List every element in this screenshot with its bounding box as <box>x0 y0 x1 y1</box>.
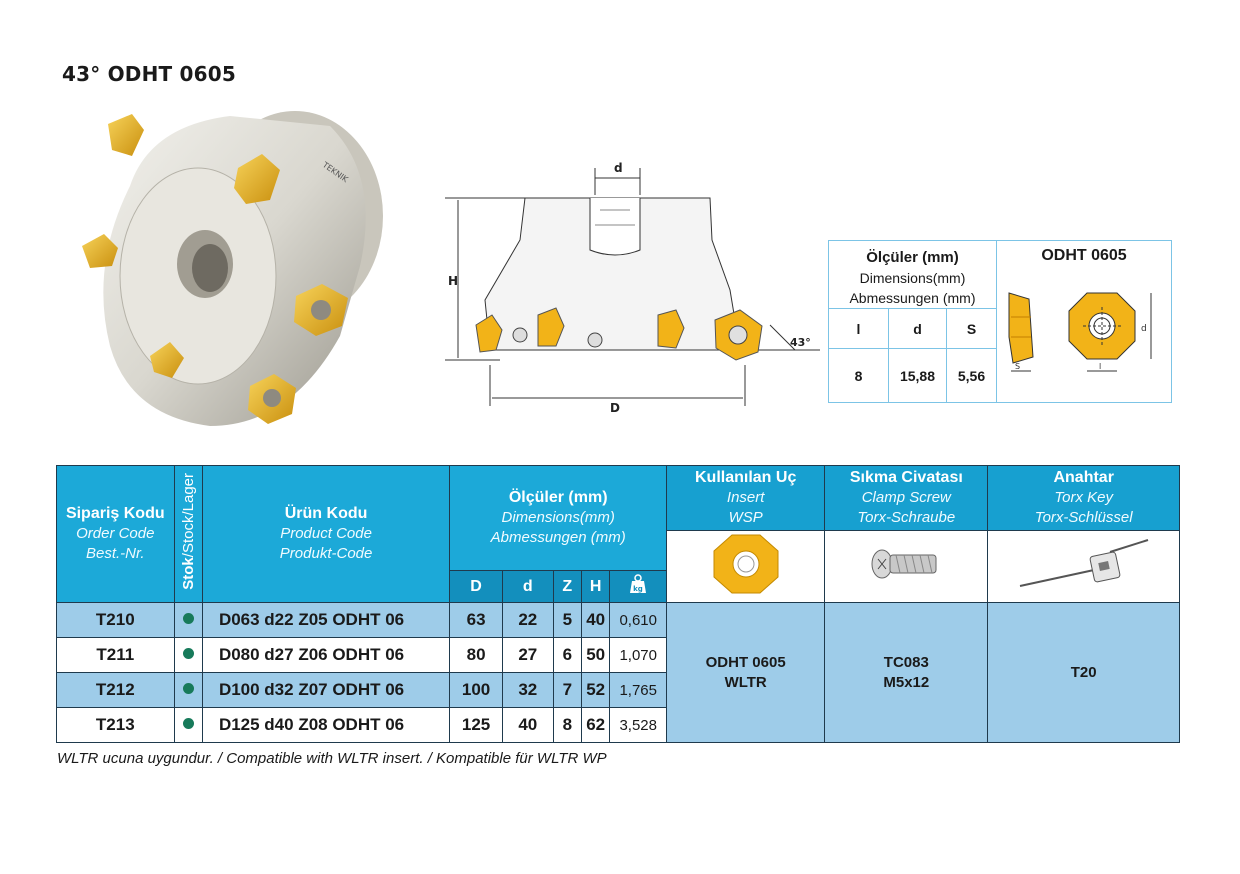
stock-cell <box>173 672 203 708</box>
col-D: D <box>449 570 503 603</box>
col-l: l <box>829 309 889 349</box>
table-row: T211 D080 d27 Z06 ODHT 06 80 27 6 50 1,0… <box>56 637 1180 673</box>
dim-H: 62 <box>580 707 611 743</box>
stock-cell <box>173 637 203 673</box>
col-weight: kg <box>609 570 668 603</box>
insert-value: ODHT 0605 WLTR <box>666 602 826 743</box>
stock-cell <box>173 707 203 743</box>
torx-key-icon <box>1019 539 1148 587</box>
product-code: D080 d27 Z06 ODHT 06 <box>201 637 451 673</box>
stock-dot-icon <box>182 718 194 729</box>
screw-icon <box>871 549 937 579</box>
weight-icon: kg <box>630 574 647 593</box>
stock-dot-icon <box>182 683 194 694</box>
dim-d: 32 <box>501 672 554 708</box>
label-H: H <box>448 274 458 288</box>
dim-D: 100 <box>449 672 503 708</box>
insert-icon <box>713 534 779 594</box>
product-code: D063 d22 Z05 ODHT 06 <box>201 602 451 638</box>
order-code-header: Sipariş Kodu Order Code Best.-Nr. <box>56 465 175 603</box>
insert-dimensions-box: Ölçüler (mm) Dimensions(mm) Abmessungen … <box>828 240 1172 403</box>
dim-D: 63 <box>449 602 503 638</box>
weight: 1,765 <box>609 672 668 708</box>
col-Z: Z <box>552 570 582 603</box>
product-code: D125 d40 Z08 ODHT 06 <box>201 707 451 743</box>
dim-d: 40 <box>501 707 554 743</box>
page-title: 43° ODHT 0605 <box>62 62 237 86</box>
dims-title-en: Dimensions(mm) <box>859 270 966 286</box>
order-code: T213 <box>56 707 175 743</box>
product-code: D100 d32 Z07 ODHT 06 <box>201 672 451 708</box>
product-code-header: Ürün Kodu Product Code Produkt-Code <box>201 465 451 603</box>
table-row: T212 D100 d32 Z07 ODHT 06 100 32 7 52 1,… <box>56 672 1180 708</box>
table-row: T213 D125 d40 Z08 ODHT 06 125 40 8 62 3,… <box>56 707 1180 743</box>
torx-key-header: Anahtar Torx Key Torx-Schlüssel <box>987 465 1180 531</box>
table-row: T210 D063 d22 Z05 ODHT 06 63 22 5 40 0,6… <box>56 602 1180 743</box>
val-d: 15,88 <box>889 349 947 402</box>
key-image-cell <box>987 530 1180 603</box>
dim-Z: 8 <box>552 707 582 743</box>
stock-dot-icon <box>182 648 194 659</box>
dim-Z: 7 <box>552 672 582 708</box>
weight: 0,610 <box>609 602 668 638</box>
dim-D: 125 <box>449 707 503 743</box>
stock-cell <box>173 602 203 638</box>
insert-drawing: S d l <box>1008 292 1152 372</box>
label-l-insert: l <box>1099 362 1101 371</box>
screw-image-cell <box>824 530 989 603</box>
col-H: H <box>580 570 611 603</box>
col-d: d <box>889 309 947 349</box>
product-table: Sipariş Kodu Order Code Best.-Nr. Stok/S… <box>56 465 1180 743</box>
dim-D: 80 <box>449 637 503 673</box>
insert-image-cell <box>666 530 826 603</box>
order-code: T210 <box>56 602 175 638</box>
dim-H: 40 <box>580 602 611 638</box>
dim-d: 22 <box>501 602 554 638</box>
dim-Z: 5 <box>552 602 582 638</box>
weight: 3,528 <box>609 707 668 743</box>
stock-header: Stok/Stock/Lager <box>173 465 203 603</box>
key-value: T20 <box>987 602 1180 743</box>
label-d-insert: d <box>1141 324 1147 334</box>
label-angle: 43° <box>790 336 811 349</box>
clamp-screw-header: Sıkma Civatası Clamp Screw Torx-Schraube <box>824 465 989 531</box>
compatibility-note: WLTR ucuna uygundur. / Compatible with W… <box>57 750 607 767</box>
screw-value: TC083 M5x12 <box>824 602 989 743</box>
col-d: d <box>501 570 554 603</box>
order-code: T212 <box>56 672 175 708</box>
dim-Z: 6 <box>552 637 582 673</box>
dimensions-header: Ölçüler (mm) Dimensions(mm) Abmessungen … <box>449 465 668 571</box>
label-d: d <box>614 161 623 175</box>
technical-drawing: d H D 43° <box>445 161 820 415</box>
col-s: S <box>947 309 997 349</box>
dims-title-tr: Ölçüler (mm) <box>866 249 959 266</box>
label-D: D <box>610 401 620 415</box>
dim-d: 27 <box>501 637 554 673</box>
insert-title: ODHT 0605 <box>1041 247 1127 264</box>
dim-H: 50 <box>580 637 611 673</box>
weight: 1,070 <box>609 637 668 673</box>
milling-cutter-photo: TEKNIK <box>82 111 383 426</box>
val-l: 8 <box>829 349 889 402</box>
val-s: 5,56 <box>947 349 997 402</box>
insert-header: Kullanılan Uç Insert WSP <box>666 465 826 531</box>
dims-title-de: Abmessungen (mm) <box>849 290 976 306</box>
label-s: S <box>1015 362 1020 371</box>
dims-header: Ölçüler (mm) Dimensions(mm) Abmessungen … <box>829 241 997 309</box>
stock-dot-icon <box>182 613 194 624</box>
svg-text:kg: kg <box>633 585 643 593</box>
order-code: T211 <box>56 637 175 673</box>
dim-H: 52 <box>580 672 611 708</box>
